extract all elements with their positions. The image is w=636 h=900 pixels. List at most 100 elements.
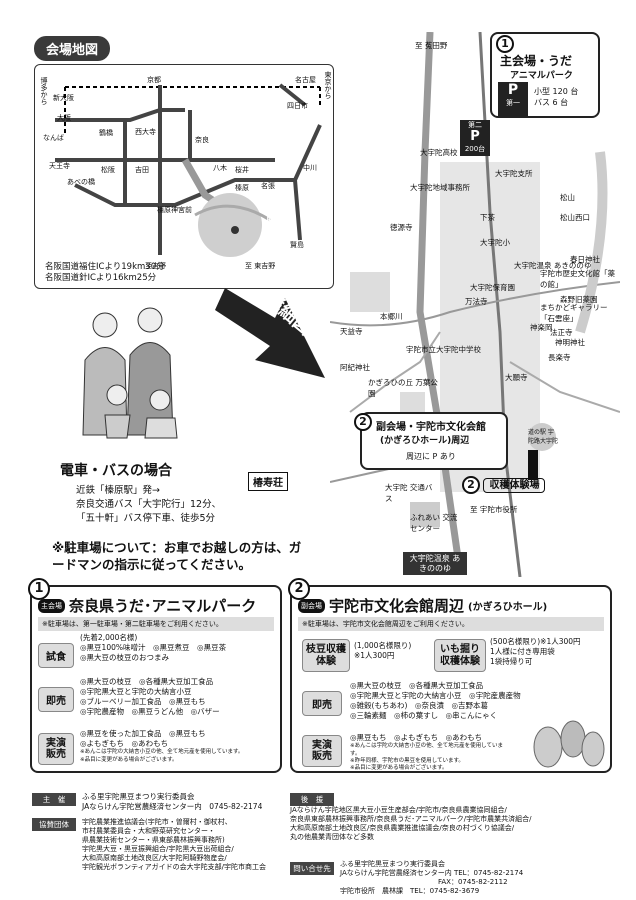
route-map: 新大阪 大阪 京都 名古屋 東京から 博多から 四日市 天王寺 なんば あべの橋… [34, 64, 334, 289]
venue1-shishoku-item: ◎黒豆100%味噌汁 ◎黒豆煮豆 ◎黒豆茶 [80, 643, 227, 653]
family-illustration [82, 307, 178, 439]
venue1-note: ※駐車場は、第一駐車場・第二駐車場をご利用ください。 [38, 617, 274, 631]
venue1-sokubai-tag: 即売 [38, 687, 74, 712]
map-place: 至 菟田野 [415, 41, 448, 50]
route-label: 西大寺 [135, 128, 156, 136]
venue1-jitsuen-tag: 実演 販売 [38, 733, 74, 765]
organizer-line: ふる里宇陀黒豆まつり実行委員会 [82, 792, 195, 801]
contact-line: FAX：0745-82-2112 [340, 877, 508, 886]
venue2-title-sub: (かぎろひホール) [468, 602, 548, 613]
route-label: 鶴橋 [99, 129, 113, 137]
map-place: 阿紀神社 [340, 363, 370, 372]
venue1-title: 奈良県うだ･アニマルパーク [69, 597, 257, 615]
support-line: 大和高原南部土地改良区/奈良県農業推進協議会/奈良の村づくり協議会/ [290, 824, 515, 833]
venue1-sokubai-item: ◎ブルーベリー加工食品 ◎黒豆もち [80, 697, 206, 707]
transit-line: 近鉄「榛原駅」発→ [76, 485, 160, 496]
venue2-jitsuen-note: ※品目に変更がある場合がございます。 [350, 765, 448, 772]
sub-venue-parking: 周辺に P あり [406, 452, 456, 461]
cooperation-line: 大和高原南部土地改良区/大宇陀阿騎野物産会/ [82, 853, 227, 862]
cooperation-line: 県農業技術センター・県東部農林振興事務所) [82, 835, 225, 844]
map-place: 神明神社 [555, 338, 585, 347]
place-chinjuso: 椿寿荘 [248, 472, 288, 491]
map-place: かぎろひの丘 万葉公園 [368, 378, 438, 398]
small-cars: 小型 120 台 [534, 87, 579, 96]
venue1-badge: 主会場 [38, 598, 65, 613]
route-label: 至吉野 [145, 262, 166, 270]
map-place: 松山西口 [560, 213, 590, 222]
contact-line: ふる里宇陀黒豆まつり実行委員会 [340, 860, 445, 868]
map-place: 至 宇陀市役所 [470, 505, 518, 514]
route-map-lines [55, 83, 322, 257]
map-place: 下茶 [480, 213, 495, 222]
sub-venue-sub: (かぎろひホール)周辺 [380, 436, 470, 446]
route-label: 八木 [213, 164, 227, 172]
route-label: 大阪 [57, 114, 71, 122]
parking-sign-1: P 第一 [498, 82, 528, 116]
venue1-jitsuen-note: ※あんこは宇陀の大納言小豆の他、全て地元産を使用しています。 [80, 749, 244, 756]
organizer-label: 主 催 [32, 793, 76, 806]
route-label: 奈良 [195, 136, 209, 144]
transit-line: 奈良交通バス「大宇陀行」12分、 [76, 498, 222, 510]
route-label: 名張 [261, 182, 275, 190]
main-venue-box[interactable]: 1 主会場・うだ アニマルパーク P 第一 小型 120 台 バス 6 台 [490, 32, 600, 118]
detail-map: 至 菟田野 至 宇陀市役所 大宇陀温泉 あきののゆ 本郷川 天益寺 阿紀神社 宇… [330, 32, 620, 577]
sub-venue-box[interactable]: 2 副会場・宇陀市文化会館 (かぎろひホール)周辺 周辺に P あり [354, 412, 508, 470]
route-label: 至 東吉野 [245, 262, 276, 270]
sub-venue-number: 2 [354, 410, 372, 431]
venue1-card: 1 主会場 奈良県うだ･アニマルパーク ※駐車場は、第一駐車場・第二駐車場をご利… [28, 578, 282, 773]
transit-info: 電車・バスの場合 近鉄「榛原駅」発→ 奈良交通バス「大宇陀行」12分、 「五十軒… [60, 460, 221, 525]
map-place: 大宇陀小 [480, 238, 510, 247]
map-place: 大宇陀支所 [495, 169, 533, 178]
map-place: 法正寺 [550, 328, 573, 337]
support-line: 奈良県東部農林振興事務所/奈良県うだ･アニマルパーク/宇陀市農業共済組合/ [290, 815, 532, 824]
map-place: 宇陀市歴史文化館「薬の館」 [540, 269, 615, 289]
venue1-number: 1 [28, 577, 50, 600]
venue2-sokubai-item: ◎宇陀黒大豆と宇陀の大納言小豆 ◎宇陀産農産物 [350, 691, 521, 701]
venue1-shishoku-tag: 試食 [38, 643, 74, 668]
route-label: 四日市 [287, 102, 308, 110]
route-label: 橿原神宮前 [157, 206, 192, 214]
venue1-jitsuen-item: ◎黒豆を使った加工食品 ◎黒豆もち [80, 729, 206, 738]
venue2-sokubai-item: ◎雑穀(もちあわ) ◎奈良漬 ◎吉野本葛 [350, 701, 488, 711]
venue1-jitsuen-note: ※品目に変更がある場合がございます。 [80, 756, 178, 763]
parking-note: ※駐車場について：お車でお越しの方は、ガードマンの指示に従ってください。 [52, 540, 302, 572]
cooperation-line: 宇陀農業推進協議会(宇陀市・曽爾村・御杖村、 [82, 818, 232, 826]
map-place: まちかどギャラリー「石雲座」 [540, 303, 608, 323]
transit-heading: 電車・バスの場合 [60, 463, 172, 479]
support-line: 丸の他農業青団体など多数 [290, 833, 374, 842]
main-venue-number: 1 [496, 32, 514, 53]
venue2-badge: 副会場 [298, 598, 325, 613]
route-label: 名古屋 [295, 76, 316, 84]
main-venue-sub: アニマルパーク [510, 71, 573, 81]
map-place: ふれあい 交流センター [410, 513, 458, 533]
detail-arrow [215, 288, 325, 378]
map-place: 春日神社 [570, 255, 600, 264]
route-label: 吉田 [135, 166, 149, 174]
parking-sign-2: 第二 P 200台 [460, 120, 490, 156]
contact-label: 問い合せ先 [290, 862, 334, 875]
main-venue-name: 主会場・うだ [500, 54, 573, 68]
venue1-sokubai-item: ◎宇陀黒大豆と宇陀の大納言小豆 [80, 687, 192, 697]
venue2-card: 2 副会場 宇陀市文化会館周辺 (かぎろひホール) ※駐車場は、宇陀市文化会館周… [288, 578, 612, 773]
route-label: 中川 [303, 164, 317, 172]
map-title: 会場地図 [34, 36, 111, 61]
map-place: 大宇陀温泉 あきののゆ [514, 261, 592, 270]
venue2-jitsuen-tag: 実演 販売 [302, 735, 342, 767]
contact-line: JAならけん宇陀営農経済センター内 TEL：0745-82-2174 [340, 868, 524, 877]
route-label: 賢島 [290, 241, 304, 249]
venue2-imo-item: (500名様限り)※1人300円 [490, 637, 581, 646]
route-label: 新大阪 [53, 94, 74, 102]
route-label: あべの橋 [67, 178, 95, 186]
venue2-edamame-item: (1,000名様限り) [354, 641, 412, 650]
venue1-jitsuen-item: ◎よもぎもち ◎あわもち [80, 739, 169, 749]
route-notes: 名阪国道福住ICより19km30分 名阪国道針ICより16km25分 [45, 262, 165, 283]
support-label: 後 援 [290, 793, 334, 806]
venue1-sokubai-item: ◎宇陀農産物 ◎黒豆うどん他 ◎バザー [80, 707, 220, 717]
venue2-edamame-tag: 枝豆収穫 体験 [302, 639, 350, 672]
venue2-imo-item: 1人様に付き専用袋 [490, 647, 555, 657]
harvest-site[interactable]: 2 収穫体験場 [462, 476, 546, 494]
venue1-shishoku-head: (先着2,000名様) [80, 633, 138, 642]
contact-line: 宇陀市役所 農林課 TEL：0745-82-3679 [340, 886, 480, 895]
route-label: 榛原 [235, 184, 249, 192]
edamame-illustration [533, 720, 605, 768]
